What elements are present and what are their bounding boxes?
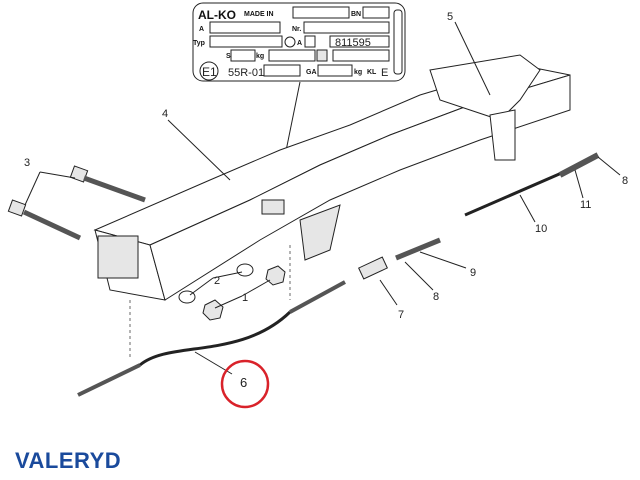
type-plate: AL-KO MADE IN BN A Nr. Typ A 811595 S kg… xyxy=(192,2,406,82)
callout-4: 4 xyxy=(162,108,168,120)
plate-a: A xyxy=(199,26,204,33)
plate-part-number: 811595 xyxy=(335,37,371,49)
plate-kl: KL xyxy=(367,69,377,76)
rod-end-fitting xyxy=(558,152,600,178)
callout-8-upper: 8 xyxy=(622,175,628,187)
valeryd-logo: VALERYD xyxy=(15,448,122,473)
plate-made-in: MADE IN xyxy=(244,11,274,18)
plate-nr: Nr. xyxy=(292,26,301,33)
bolt-upper xyxy=(69,165,146,203)
callout-2: 2 xyxy=(214,275,220,287)
plate-kg2: kg xyxy=(354,69,362,76)
plate-regulation: 55R-01 xyxy=(228,67,264,79)
plate-brand-logo: AL-KO xyxy=(198,8,236,22)
callout-8-lower: 8 xyxy=(433,291,439,303)
plate-ga: GA xyxy=(306,69,317,76)
coupling-sleeve xyxy=(358,256,388,280)
adjuster-rod xyxy=(395,237,441,261)
plate-typ: Typ xyxy=(193,40,205,47)
plate-s: S xyxy=(226,53,231,60)
bolt-lower xyxy=(7,199,82,241)
callout-3: 3 xyxy=(24,157,30,169)
plate-class: E xyxy=(381,67,388,79)
callout-11: 11 xyxy=(580,199,591,211)
plate-bn: BN xyxy=(351,11,361,18)
drawbar-frame xyxy=(93,54,571,301)
callout-6: 6 xyxy=(240,375,247,390)
brake-cable xyxy=(77,280,346,397)
callout-10: 10 xyxy=(535,223,547,235)
plate-a2: A xyxy=(297,40,302,47)
callout-9: 9 xyxy=(470,267,476,279)
callout-5: 5 xyxy=(447,11,453,23)
plate-e-mark: E1 xyxy=(202,65,217,79)
callout-1: 1 xyxy=(242,292,248,304)
washers-and-nuts xyxy=(178,263,286,321)
callout-7: 7 xyxy=(398,309,404,321)
plate-kg: kg xyxy=(256,53,264,60)
highlight-circle xyxy=(220,359,270,409)
